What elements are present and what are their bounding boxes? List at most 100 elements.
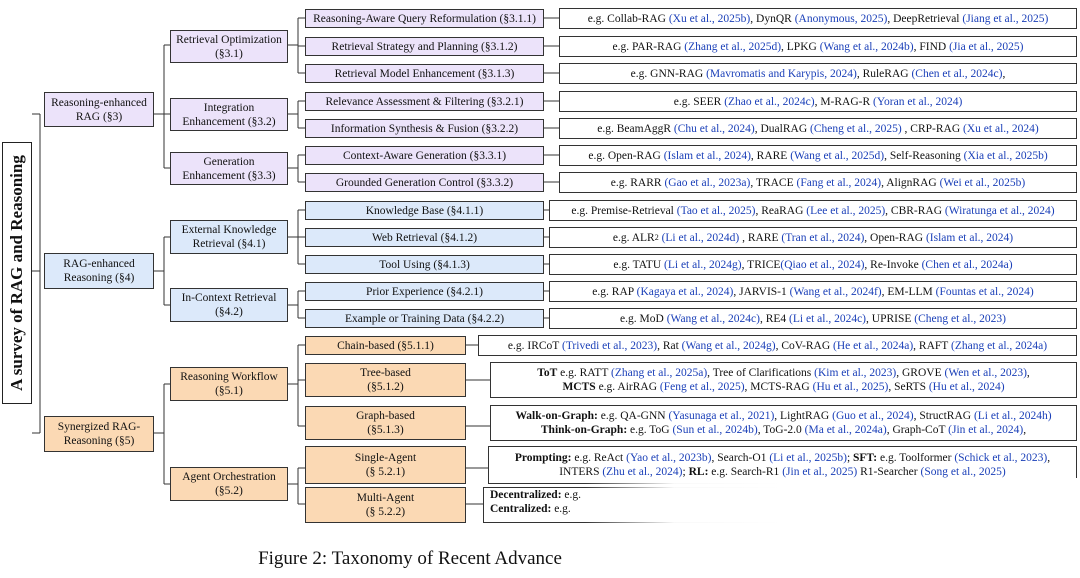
subcategory-retrieval-optimization: Retrieval Optimization (§3.1) — [170, 30, 288, 63]
figure-caption-text: Figure 2: Taxonomy of Recent Advance — [258, 548, 562, 569]
citation: (Kagaya et al., 2024) — [636, 285, 734, 298]
citation: (Schick et al., 2023) — [954, 452, 1048, 464]
citation: (Wang et al., 2024g) — [681, 339, 776, 352]
citation: (Wang et al., 2024b) — [819, 40, 914, 53]
topic-3-1-3: Retrieval Model Enhancement (§3.1.3) — [305, 64, 544, 83]
citation: (Trivedi et al., 2023) — [561, 339, 658, 352]
category-reasoning-enhanced-rag: Reasoning-enhanced RAG (§3) — [44, 92, 154, 127]
method-text: e.g. PAR-RAG — [612, 40, 685, 53]
leaf-5-2-1-line1: Prompting: e.g. ReAct (Yao et al., 2023b… — [515, 451, 1050, 465]
citation: (Feng et al., 2025) — [659, 381, 745, 393]
leaf-5-1-1: e.g. IRCoT (Trivedi et al., 2023), Rat (… — [478, 335, 1077, 356]
citation: (Yao et al., 2023b) — [626, 452, 712, 464]
method-text: , Re-Invoke — [864, 258, 922, 271]
citation: (Li et al., 2024c) — [789, 312, 867, 325]
method-text: e.g. ToG — [627, 424, 673, 436]
subcategory-generation-enhancement: Generation Enhancement (§3.3) — [170, 152, 288, 185]
method-text: , DualRAG — [754, 122, 810, 135]
topic-3-1-2: Retrieval Strategy and Planning (§3.1.2) — [305, 37, 544, 56]
method-text: INTERS — [559, 466, 603, 478]
topic-5-2-2-section: (§ 5.2.2) — [365, 506, 406, 518]
leaf-3-1-1: e.g. Collab-RAG (Xu et al., 2025b), DynQ… — [559, 8, 1077, 29]
method-label: Prompting: — [514, 452, 572, 464]
method-text: , FIND — [913, 40, 950, 53]
method-text: e.g. MoD — [620, 312, 667, 325]
method-text: , ToG-2.0 — [757, 424, 805, 436]
citation: (Li et al., 2024g) — [664, 258, 742, 271]
citation: (Jin et al., 2025) — [782, 466, 858, 478]
method-text: e.g. IRCoT — [507, 339, 562, 352]
subcategory-external-knowledge-retrieval: External Knowledge Retrieval (§4.1) — [170, 220, 288, 254]
method-text: e.g. BeamAggR — [597, 122, 674, 135]
topic-5-2-2: Multi-Agent (§ 5.2.2) — [305, 487, 466, 523]
citation: (Fountas et al., 2024) — [935, 285, 1034, 298]
citation: (Xia et al., 2025b) — [963, 149, 1048, 162]
topic-3-2-2: Information Synthesis & Fusion (§3.2.2) — [305, 119, 544, 138]
citation: (Li et al., 2024d) — [661, 231, 740, 244]
method-text: , DeepRetrieval — [887, 12, 963, 25]
citation: (Kim et al., 2023) — [814, 367, 897, 379]
leaf-3-1-2: e.g. PAR-RAG (Zhang et al., 2025d), LPKG… — [559, 36, 1077, 57]
citation: (Chu et al., 2024) — [673, 122, 755, 135]
method-text: , TRICE — [741, 258, 781, 271]
topic-4-1-1: Knowledge Base (§4.1.1) — [305, 201, 544, 220]
citation: (Wen et al., 2023) — [944, 367, 1027, 379]
leaf-4-1-1: e.g. Premise-Retrieval (Tao et al., 2025… — [549, 200, 1077, 221]
method-text: e.g. SEER — [673, 95, 725, 108]
method-text: , LightRAG — [774, 410, 833, 422]
figure-caption: Figure 2: Taxonomy of Recent Advance — [0, 548, 1080, 570]
method-text: , UPRISE — [866, 312, 915, 325]
topic-5-1-2: Tree-based (§5.1.2) — [305, 363, 466, 397]
method-label: MCTS — [562, 381, 596, 393]
topic-3-3-2: Grounded Generation Control (§3.3.2) — [305, 173, 544, 192]
citation: (Lee et al., 2025) — [806, 204, 886, 217]
method-label: ToT — [537, 367, 558, 379]
method-text: e.g. TATU — [613, 258, 665, 271]
root-title: A survey of RAG and Reasoning — [2, 142, 32, 404]
citation: (Hu et al., 2025) — [812, 381, 889, 393]
topic-4-2-2: Example or Training Data (§4.2.2) — [305, 309, 544, 328]
citation: (Islam et al., 2024) — [663, 149, 751, 162]
topic-5-1-3-section: (§5.1.3) — [367, 424, 404, 436]
leaf-5-1-2: ToT e.g. RATT (Zhang et al., 2025a), Tre… — [490, 362, 1077, 398]
topic-4-2-1: Prior Experience (§4.2.1) — [305, 282, 544, 301]
citation: (Fang et al., 2024) — [796, 176, 882, 189]
method-text: e.g. ALR — [612, 231, 655, 244]
topic-5-2-2-name: Multi-Agent — [356, 492, 415, 504]
leaf-4-2-2: e.g. MoD (Wang et al., 2024c), RE4 (Li e… — [549, 308, 1077, 329]
leaf-5-2-1-line2: INTERS (Zhu et al., 2024); RL: e.g. Sear… — [559, 465, 1006, 479]
topic-5-1-2-name: Tree-based — [360, 367, 411, 379]
method-label: Walk-on-Graph: — [515, 410, 598, 422]
method-text: e.g. RAP — [592, 285, 637, 298]
citation: (Zhang et al., 2025d) — [684, 40, 782, 53]
method-text: e.g. AirRAG — [595, 381, 660, 393]
topic-5-2-1-section: (§ 5.2.1) — [365, 466, 406, 478]
citation: (Wang et al., 2024c) — [666, 312, 760, 325]
citation: (Wei et al., 2025b) — [939, 176, 1026, 189]
citation: (Chen et al., 2024c) — [911, 67, 1003, 80]
leaf-3-3-1: e.g. Open-RAG (Islam et al., 2024), RARE… — [559, 145, 1077, 166]
citation: (Xu et al., 2024) — [963, 122, 1039, 135]
citation: (Yasunaga et al., 2021) — [668, 410, 775, 422]
method-text: ; — [846, 452, 854, 464]
method-text: , CoV-RAG — [775, 339, 833, 352]
method-text: e.g. Search-R1 — [708, 466, 783, 478]
method-text: , Open-RAG — [864, 231, 926, 244]
citation: (Zhu et al., 2024) — [602, 466, 683, 478]
citation: (Wiratunga et al., 2024) — [944, 204, 1055, 217]
method-text: , EM-LLM — [881, 285, 936, 298]
topic-5-2-1: Single-Agent (§ 5.2.1) — [305, 446, 466, 484]
leaf-4-1-3: e.g. TATU (Li et al., 2024g), TRICE(Qiao… — [549, 254, 1077, 275]
topic-5-1-3: Graph-based (§5.1.3) — [305, 406, 466, 440]
citation: (Mavromatis and Karypis, 2024) — [706, 67, 857, 80]
citation: (Zhang et al., 2024a) — [950, 339, 1048, 352]
method-label: RL: — [688, 466, 709, 478]
topic-4-1-3: Tool Using (§4.1.3) — [305, 255, 544, 274]
method-text: e.g. ReAct — [571, 452, 627, 464]
leaf-3-1-3: e.g. GNN-RAG (Mavromatis and Karypis, 20… — [559, 63, 1077, 84]
method-label: Decentralized: — [490, 489, 562, 501]
method-text: , MCTS-RAG — [744, 381, 813, 393]
leaf-5-2-1: Prompting: e.g. ReAct (Yao et al., 2023b… — [488, 446, 1077, 484]
citation: (Cheng et al., 2023) — [914, 312, 1006, 325]
method-text: , ReaRAG — [755, 204, 807, 217]
